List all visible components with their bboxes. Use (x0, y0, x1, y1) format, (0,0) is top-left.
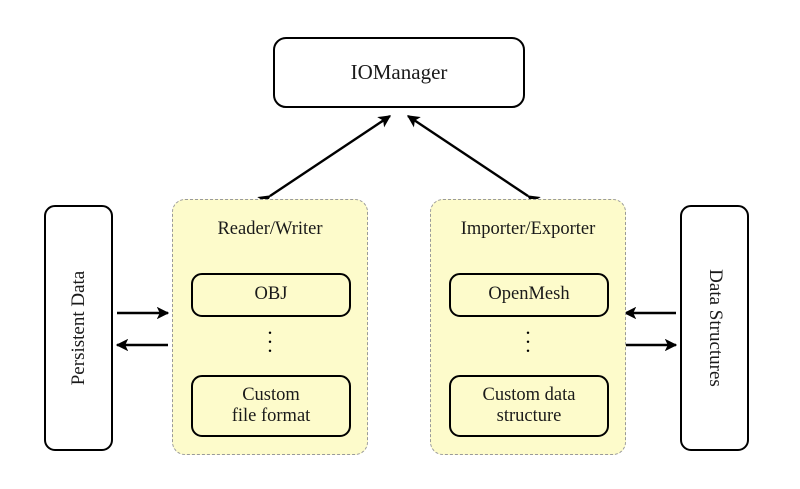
node-persistent-data-label: Persistent Data (67, 270, 89, 386)
item-obj-label: OBJ (254, 284, 288, 305)
item-custom-file-format[interactable]: Custom file format (191, 375, 351, 437)
ellipsis-reader-writer: ··· (266, 321, 274, 363)
panel-reader-writer-title: Reader/Writer (217, 219, 323, 239)
node-iomanager-label: IOManager (350, 60, 448, 85)
item-custom-data-structure[interactable]: Custom data structure (449, 375, 609, 437)
panel-reader-writer: Reader/Writer OBJ ··· Custom file format (172, 199, 368, 455)
node-data-structures[interactable]: Data Structures (680, 205, 749, 451)
item-custom-file-format-line2: file format (231, 406, 311, 426)
item-obj[interactable]: OBJ (191, 273, 351, 317)
item-openmesh[interactable]: OpenMesh (449, 273, 609, 317)
item-openmesh-label: OpenMesh (488, 284, 570, 305)
panel-importer-exporter-title: Importer/Exporter (460, 219, 596, 239)
item-custom-data-structure-line1: Custom data (482, 384, 576, 405)
node-persistent-data[interactable]: Persistent Data (44, 205, 113, 451)
panel-importer-exporter: Importer/Exporter OpenMesh ··· Custom da… (430, 199, 626, 455)
ellipsis-importer-exporter: ··· (524, 321, 532, 363)
node-iomanager[interactable]: IOManager (273, 37, 525, 108)
item-custom-file-format-line1: Custom (242, 384, 300, 405)
arrow-iomanager-readerwriter (257, 115, 392, 208)
arrow-iomanager-importerexporter (406, 115, 541, 208)
item-custom-data-structure-line2: structure (496, 406, 562, 426)
node-data-structures-label: Data Structures (704, 269, 726, 387)
